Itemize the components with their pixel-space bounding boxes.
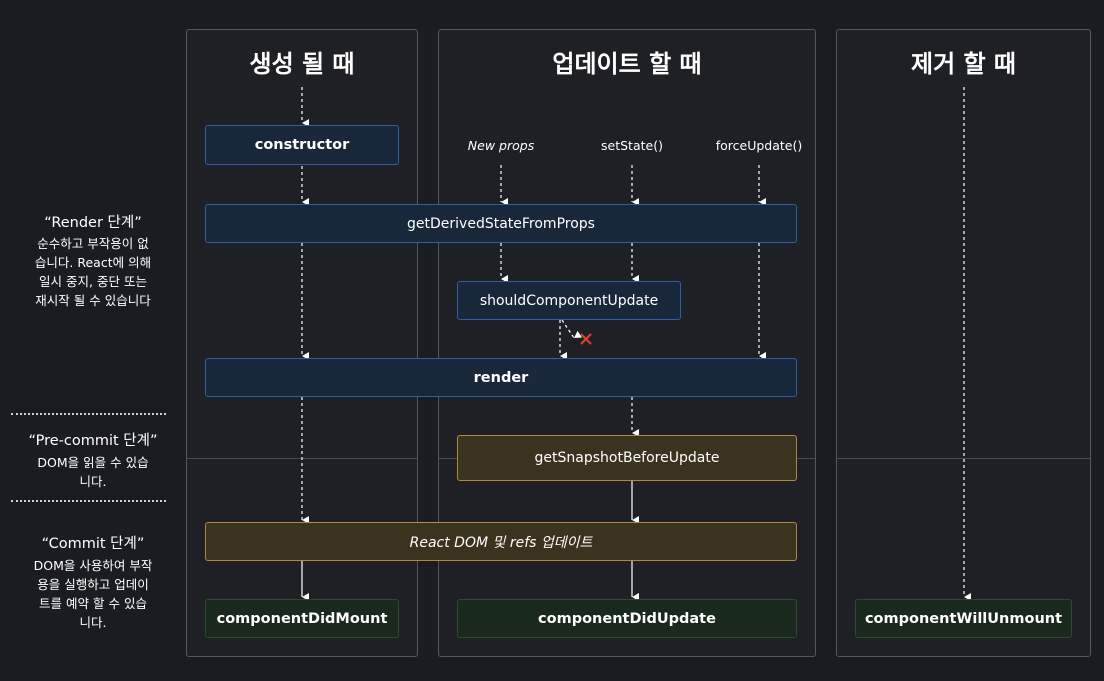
unmount-column-title: 제거 할 때 [910,50,1017,78]
mount-column-title: 생성 될 때 [249,50,355,78]
render-phase-title: “Render 단계” [44,215,142,231]
render-phase-description: 순수하고 부작용이 없 습니다. React에 의해 일시 중지, 중단 또는 … [34,236,152,308]
render-node[interactable]: render [205,358,797,397]
component-will-unmount-node[interactable]: componentWillUnmount [855,599,1072,638]
should-component-update-node[interactable]: shouldComponentUpdate [457,281,681,320]
phase-divider-update-left [439,458,457,459]
phase-separator-2 [11,500,166,502]
component-did-update-node[interactable]: componentDidUpdate [457,599,797,638]
precommit-phase-title: “Pre-commit 단계” [28,433,158,449]
unmount-column [836,29,1091,657]
get-derived-state-from-props-node[interactable]: getDerivedStateFromProps [205,204,797,243]
phase-separator-1 [11,413,166,415]
phase-divider-unmount [837,458,1090,459]
commit-phase-title: “Commit 단계” [41,536,145,552]
commit-phase-description: DOM을 사용하여 부작 용을 실행하고 업데이 트를 예약 할 수 있습 니다… [33,558,153,630]
update-column-title: 업데이트 할 때 [552,50,702,78]
component-did-mount-node[interactable]: componentDidMount [205,599,399,638]
constructor-node[interactable]: constructor [205,125,399,165]
get-snapshot-before-update-node[interactable]: getSnapshotBeforeUpdate [457,435,797,481]
react-dom-update-node[interactable]: React DOM 및 refs 업데이트 [205,522,797,561]
precommit-phase-description: DOM을 읽을 수 있습 니다. [37,455,149,489]
trigger-new-props: New props [467,138,535,153]
trigger-set-state: setState() [601,138,663,153]
trigger-force-update: forceUpdate() [715,138,803,153]
phase-divider-update-right [797,458,815,459]
arrow-scu-false [561,319,583,339]
x-mark-icon [580,333,592,345]
